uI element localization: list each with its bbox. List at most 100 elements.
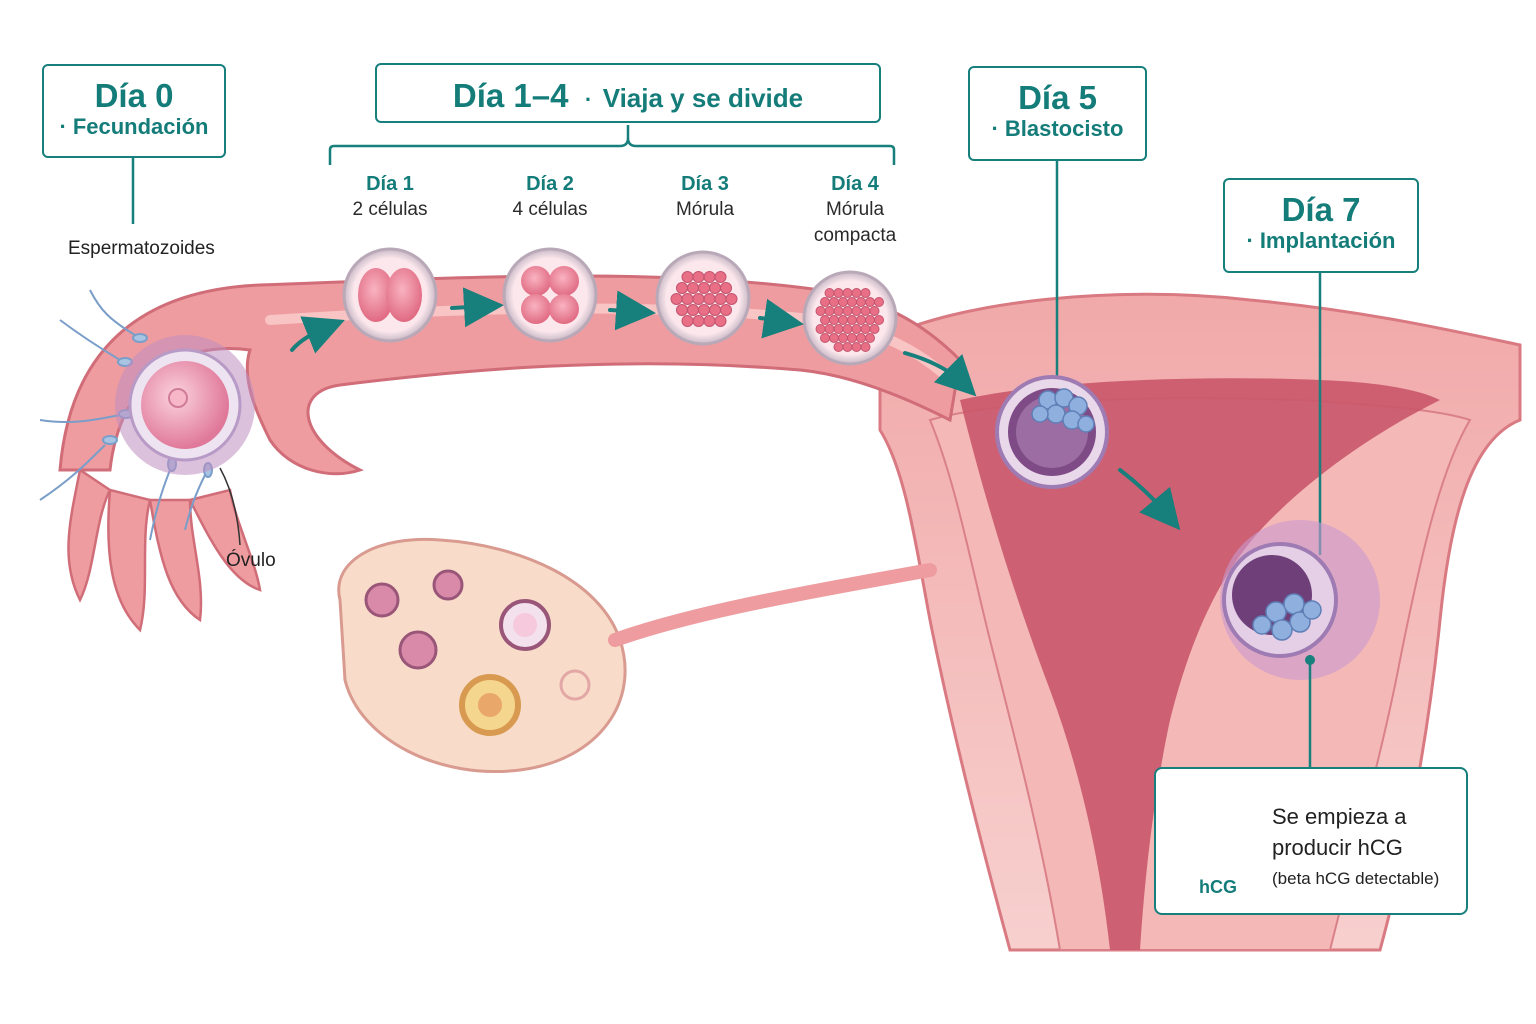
day7-subtitle: Implantación [1259,228,1396,253]
morula-cell [829,333,839,343]
morula-cell [703,315,716,327]
arrow-day3-day4 [758,298,804,339]
morula-cell [820,297,830,307]
inner-cell-mass [1031,388,1095,433]
morula-cell [856,315,866,325]
morula-cell [681,293,694,305]
morula-cell [824,306,835,316]
morula-cell [851,306,862,316]
substage-day2: Día 2 4 células [480,171,620,223]
ovum-label: Óvulo [226,550,276,571]
morula-cell [687,304,699,316]
day7-box: Día 7 ·Implantación [1223,178,1419,273]
morula-cell [865,315,875,325]
morula-cell [714,293,727,305]
morula-cell [829,315,839,325]
morula-cell [824,288,835,298]
substage-day4-desc-line1: Mórula [825,199,885,220]
day0-title: Día 0 [94,77,174,114]
substage-day3: Día 3 Mórula [635,171,775,223]
morula-cell [842,306,853,316]
morula-cell [676,304,688,316]
morula-cell [833,288,844,298]
morula-cell [833,324,844,334]
morula-cell [856,333,866,343]
substage-day4-desc-line2: compacta [813,225,897,246]
morula-cell [860,324,871,334]
morula-cell [847,297,857,307]
flow-arrows [290,287,1181,531]
morula-cell [838,333,848,343]
morula-cell [847,333,857,343]
morula-cell [692,293,705,305]
morula-cell [860,342,871,352]
day7-title: Día 7 [1281,191,1361,228]
day5-bullet: · [991,116,999,141]
uterine-cavity [960,378,1440,950]
morula-cell [676,282,688,294]
substage-day4: Día 4 Mórula compacta [785,171,925,249]
substage-day2-day: Día 2 [526,173,574,195]
morula-cell [692,315,705,327]
fimbriae [67,467,262,633]
morula-cell [681,271,694,283]
implanting-embryo [1220,520,1380,680]
day0-box: Día 0 ·Fecundación [42,64,226,158]
morula-cell [860,288,871,298]
morula-cell [842,288,853,298]
morula-cell [687,282,699,294]
morula-cell [833,306,844,316]
morula-cell [824,324,835,334]
morula-cell [842,342,853,352]
morula-cell [692,271,705,283]
day0-bullet: · [59,114,67,139]
morula-cell [720,282,732,294]
morula-cell [670,293,683,305]
morula-cell [714,271,727,283]
morula-cell [698,304,710,316]
ovarian-ligament [608,563,937,647]
morula-cell [838,315,848,325]
blastocyst [995,375,1109,489]
morula-cell [874,297,884,307]
morula-cell [842,324,853,334]
substage-day4-day: Día 4 [831,173,879,195]
arrow-day2-day3 [608,290,656,331]
hcg-line2: producir hCG [1272,835,1403,860]
embryo-day2 [502,247,598,343]
ovum [115,335,255,475]
day1to4-title: Día 1–4 [452,77,569,114]
morula-cell [856,297,866,307]
substage-day2-desc: 4 células [512,199,588,220]
morula-cell [833,342,844,352]
arrow-to-day1 [290,316,345,354]
substage-day1-day: Día 1 [366,173,414,195]
arrow-to-day7 [1118,468,1181,531]
morula-cell [874,315,884,325]
substage-day3-desc: Mórula [675,199,735,220]
morula-cell [860,306,871,316]
morula-cell [681,315,694,327]
morula-cell [815,324,826,334]
day7-bullet: · [1246,228,1254,253]
morula-cell [847,315,857,325]
ovarian-follicles [364,569,591,736]
hcg-line1: Se empieza a [1272,804,1407,829]
morula-cell [815,306,826,316]
embryo-day1 [342,247,438,343]
day0-subtitle: Fecundación [72,114,209,139]
morula-cell [851,288,862,298]
morula-cell [703,271,716,283]
hcg-connector-dot [1305,655,1315,665]
morula-cell [714,315,727,327]
morula-cell [709,304,721,316]
day1to4-subtitle: Viaja y se divide [602,83,804,113]
hcg-info-box: hCG Se empieza a producir hCG (beta hCG … [1154,767,1468,915]
hcg-note: (beta hCG detectable) [1272,869,1440,888]
substage-day1-desc: 2 células [352,199,428,220]
day1to4-box: Día 1–4 · Viaja y se divide [375,63,881,123]
day1to4-bracket [328,125,896,165]
substage-day1: Día 1 2 células [320,171,460,223]
morula-cell [869,324,880,334]
morula-cell [865,333,875,343]
